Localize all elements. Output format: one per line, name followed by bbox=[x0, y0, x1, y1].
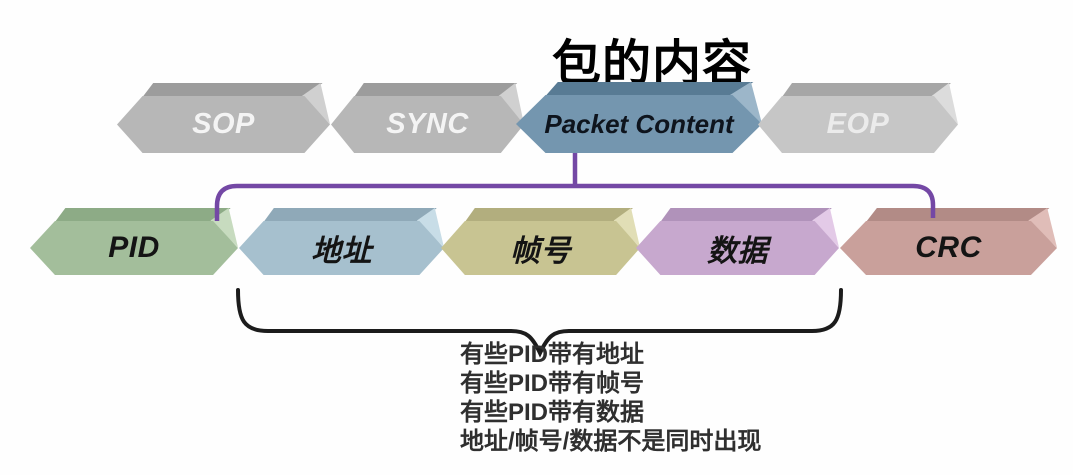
block-label-data: 数据 bbox=[707, 235, 768, 268]
block-front-face bbox=[441, 221, 640, 275]
block-sop: SOP bbox=[117, 83, 330, 153]
block-packet-content: Packet Content bbox=[516, 82, 762, 153]
block-pid: PID bbox=[30, 208, 238, 275]
block-top-face bbox=[142, 83, 323, 97]
note-line-4: 地址/帧号/数据不是同时出现 bbox=[460, 428, 762, 455]
block-top-face bbox=[545, 82, 754, 96]
block-top-face bbox=[354, 83, 518, 97]
block-front-face bbox=[840, 221, 1057, 275]
block-front-face bbox=[516, 95, 762, 153]
block-front-face bbox=[30, 221, 238, 275]
block-sync: SYNC bbox=[331, 83, 524, 153]
block-top-face bbox=[54, 208, 231, 222]
block-data: 数据 bbox=[636, 208, 839, 275]
block-label-eop: EOP bbox=[826, 108, 890, 140]
block-front-face bbox=[117, 96, 330, 153]
block-front-face bbox=[758, 96, 958, 153]
block-top-face bbox=[866, 208, 1050, 222]
block-label-packet-content: Packet Content bbox=[544, 108, 734, 139]
block-top-face bbox=[660, 208, 832, 222]
block-eop: EOP bbox=[758, 83, 958, 153]
block-top-face bbox=[782, 83, 951, 97]
block-address: 地址 bbox=[239, 208, 444, 275]
block-label-pid: PID bbox=[108, 231, 160, 264]
note-line-3: 有些PID带有数据 bbox=[460, 399, 645, 426]
block-frame-number: 帧号 bbox=[441, 208, 640, 275]
block-front-face bbox=[331, 96, 524, 153]
block-front-face bbox=[636, 221, 839, 275]
block-label-address: 地址 bbox=[311, 235, 372, 268]
block-label-frame-number: 帧号 bbox=[510, 235, 571, 268]
block-label-crc: CRC bbox=[915, 231, 982, 264]
block-top-face bbox=[464, 208, 634, 222]
note-line-2: 有些PID带有帧号 bbox=[460, 370, 645, 397]
block-crc: CRC bbox=[840, 208, 1057, 275]
block-label-sync: SYNC bbox=[386, 108, 469, 140]
note-line-1: 有些PID带有地址 bbox=[460, 341, 645, 368]
block-front-face bbox=[239, 221, 444, 275]
block-label-sop: SOP bbox=[192, 108, 255, 140]
notes-block: 有些PID带有地址 有些PID带有帧号 有些PID带有数据 地址/帧号/数据不是… bbox=[460, 340, 761, 456]
block-top-face bbox=[263, 208, 437, 222]
